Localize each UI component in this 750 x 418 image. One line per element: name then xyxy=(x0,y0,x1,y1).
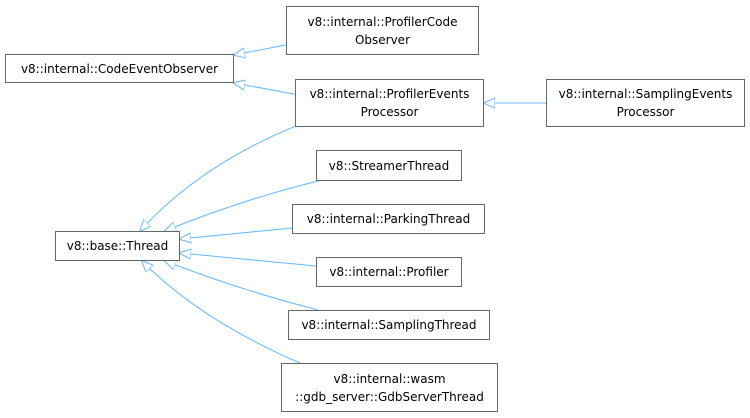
class-node-code-event-observer[interactable]: v8::internal::CodeEventObserver xyxy=(5,54,234,83)
class-node-profiler-events-processor[interactable]: v8::internal::ProfilerEvents Processor xyxy=(295,79,484,127)
class-node-gdb-server-thread[interactable]: v8::internal::wasm ::gdb_server::GdbServ… xyxy=(281,363,498,412)
class-node-profiler[interactable]: v8::internal::Profiler xyxy=(316,257,462,287)
class-node-sampling-events-processor[interactable]: v8::internal::SamplingEvents Processor xyxy=(546,79,745,127)
class-node-parking-thread[interactable]: v8::internal::ParkingThread xyxy=(292,204,485,234)
inheritance-edge-profiler-events-processor-to-thread xyxy=(140,125,297,231)
class-node-thread[interactable]: v8::base::Thread xyxy=(55,231,180,261)
class-node-profiler-code-observer[interactable]: v8::internal::ProfilerCode Observer xyxy=(286,6,479,55)
inheritance-edge-parking-thread-to-thread xyxy=(180,227,293,239)
inheritance-edge-gdb-server-thread-to-thread xyxy=(142,261,303,365)
inheritance-edge-sampling-thread-to-thread xyxy=(165,261,319,311)
class-node-sampling-thread[interactable]: v8::internal::SamplingThread xyxy=(288,310,490,340)
inheritance-edge-streamer-thread-to-thread xyxy=(165,179,323,231)
inheritance-edge-profiler-events-processor-to-code-event-observer xyxy=(234,83,300,96)
inheritance-edge-profiler-to-thread xyxy=(180,253,317,267)
class-node-streamer-thread[interactable]: v8::StreamerThread xyxy=(316,150,462,181)
